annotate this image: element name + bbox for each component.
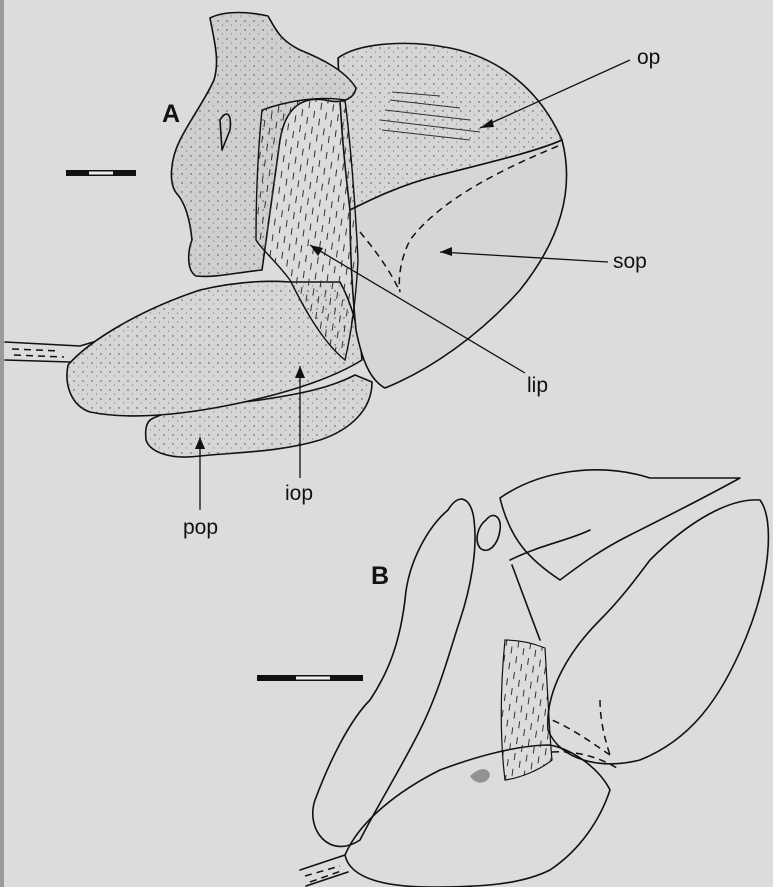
scale-bar-a [66, 170, 136, 176]
ligament-b [300, 855, 348, 886]
page-edge [0, 0, 4, 887]
b-opercle [500, 470, 740, 580]
b-interopercle [345, 745, 610, 887]
label-pop: pop [183, 516, 218, 539]
label-lip: lip [527, 374, 548, 397]
panel-b: B [257, 470, 768, 887]
b-hatched-region [501, 640, 552, 780]
label-op: op [637, 46, 660, 69]
panel-b-letter: B [371, 562, 389, 590]
label-iop: iop [285, 482, 313, 505]
b-subopercle [548, 500, 769, 764]
panel-a: A op sop lip iop pop [5, 13, 660, 540]
panel-a-letter: A [162, 100, 180, 128]
label-sop: sop [613, 250, 647, 273]
b-left-bone [313, 499, 475, 846]
scale-bar-b [257, 675, 363, 681]
